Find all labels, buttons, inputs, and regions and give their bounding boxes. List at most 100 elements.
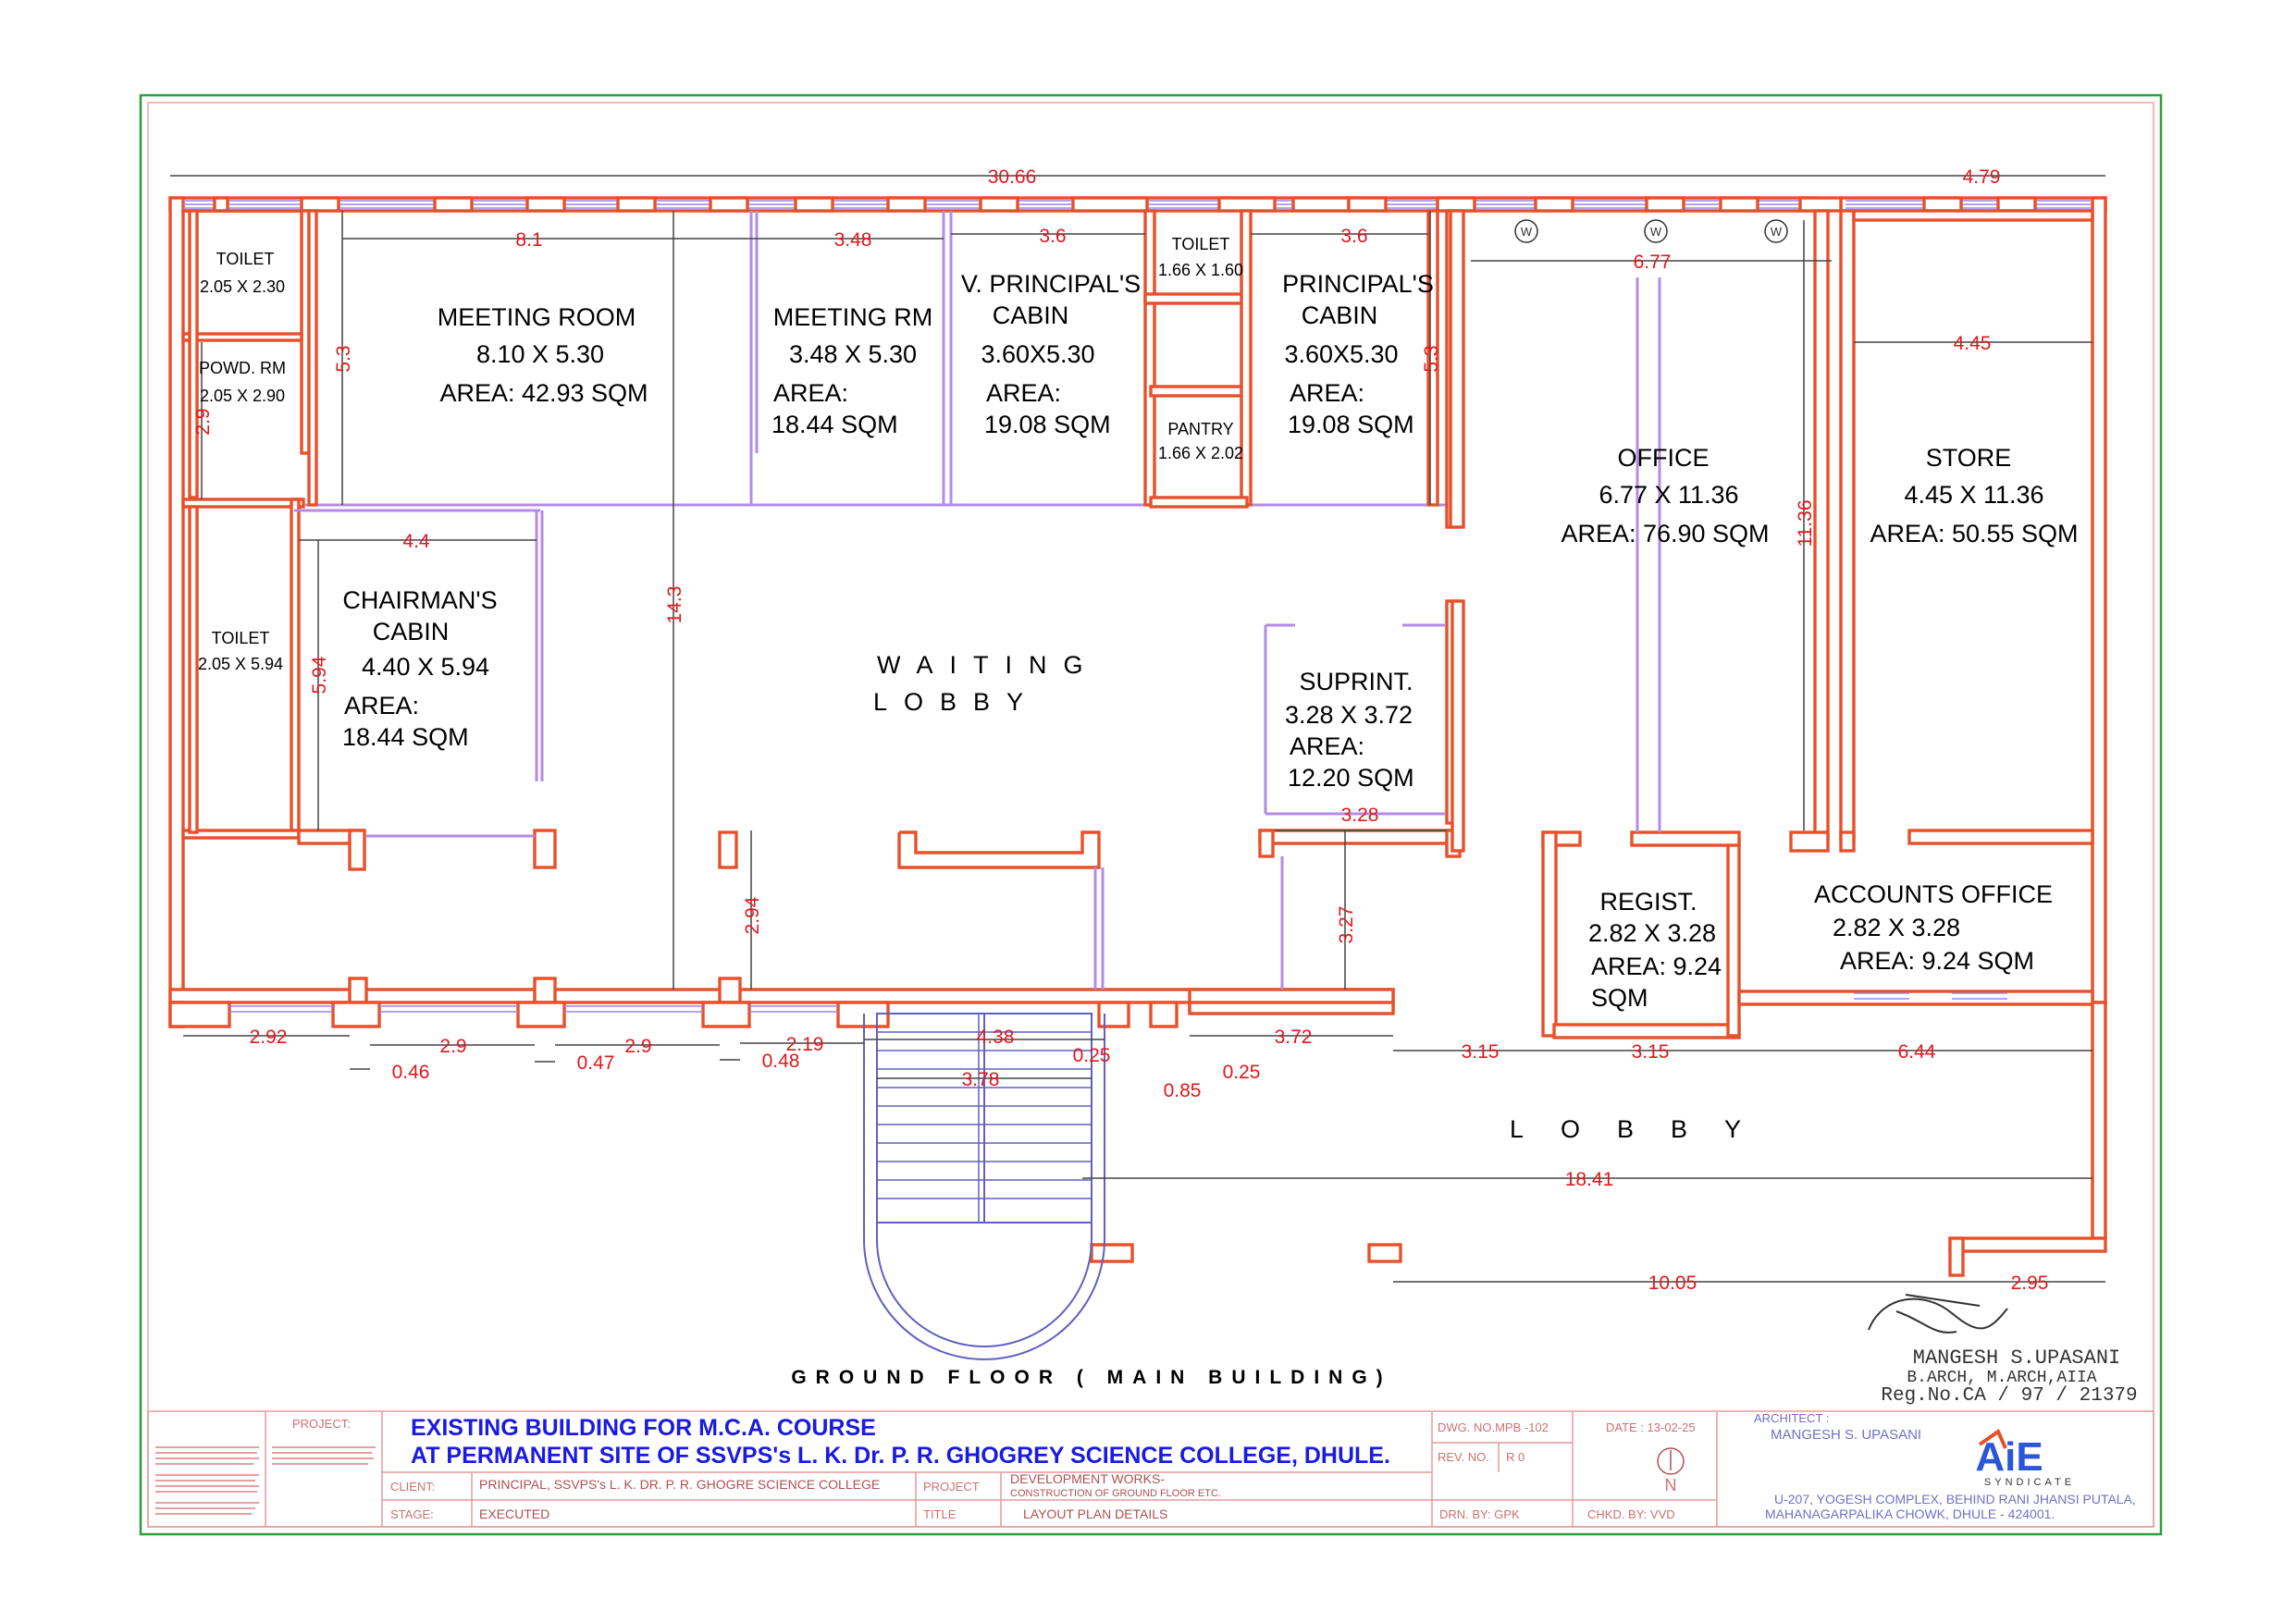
chairman-area-value: 18.44 SQM (342, 723, 469, 751)
dimension-labels: 30.66 4.79 8.1 3.48 3.6 3.6 6.77 4.45 5.… (192, 166, 2048, 1294)
north-label: N (1665, 1476, 1677, 1494)
p-cabin-name-2: CABIN (1302, 301, 1378, 329)
accounts-size: 2.82 X 3.28 (1833, 914, 1960, 941)
dim-chairman-depth: 5.94 (309, 656, 330, 694)
p-cabin-size: 3.60X5.30 (1284, 340, 1398, 368)
dim-lobby-bottom-2: 2.95 (2011, 1273, 2049, 1294)
waiting-lobby-line-1: WAITING (877, 651, 1100, 679)
chairman-name-2: CABIN (373, 618, 450, 646)
vp-cabin-area-value: 19.08 SQM (984, 411, 1111, 438)
waiting-lobby-line-2: LOBBY (873, 688, 1040, 716)
fine-print-notes (155, 1446, 376, 1515)
drawing-date: DATE : 13-02-25 (1606, 1420, 1696, 1434)
toilet-1-name: TOILET (216, 250, 275, 268)
vp-cabin-name-2: CABIN (993, 301, 1069, 329)
room-labels: TOILET 2.05 X 2.30 POWD. RM 2.05 X 2.90 … (198, 235, 2079, 1143)
meeting-room-name: MEETING ROOM (438, 303, 636, 331)
dimension-lines (170, 175, 2105, 1283)
dim-gap-2: 0.85 (1164, 1080, 1202, 1101)
dim-office-depth: 11.36 (1795, 500, 1816, 547)
signature-scribble (1868, 1294, 2008, 1334)
toilet-2-size: 1.66 X 1.60 (1158, 261, 1243, 279)
regist-area-value: SQM (1591, 984, 1648, 1012)
dim-suprint-width: 3.28 (1341, 805, 1379, 826)
window-marker-label: W (1650, 225, 1662, 239)
office-name: OFFICE (1618, 444, 1710, 472)
meeting-room-size: 8.10 X 5.30 (476, 340, 604, 368)
window-marker-label: W (1771, 225, 1783, 239)
dim-meeting-room-depth: 5.3 (333, 345, 354, 372)
dim-meeting-rm-width: 3.48 (834, 229, 872, 251)
meeting-room-area: AREA: 42.93 SQM (439, 379, 648, 407)
partitions (294, 211, 1661, 990)
signature-quals: B.ARCH, M.ARCH,AIIA (1907, 1369, 2096, 1387)
dim-bottom-1: 2.92 (250, 1027, 288, 1048)
drawn-by: DRN. BY: GPK (1439, 1507, 1520, 1521)
regist-name: REGIST. (1599, 888, 1697, 916)
dim-pier-2: 0.47 (577, 1052, 615, 1074)
powder-room-size: 2.05 X 2.90 (200, 387, 285, 405)
dim-overall-width: 30.66 (988, 166, 1037, 188)
dim-stair-outer: 4.38 (977, 1027, 1015, 1048)
dim-store-width: 4.79 (1963, 166, 2001, 188)
dim-gap-3: 0.25 (1223, 1062, 1261, 1083)
address-line-1: U-207, YOGESH COMPLEX, BEHIND RANI JHANS… (1774, 1492, 2136, 1506)
stage-value: EXECUTED (479, 1506, 549, 1521)
office-area: AREA: 76.90 SQM (1561, 520, 1769, 547)
dim-bottom-2: 2.9 (439, 1036, 466, 1057)
meeting-rm-size: 3.48 X 5.30 (789, 340, 917, 368)
dim-chairman-width: 4.4 (402, 531, 430, 552)
suprint-name: SUPRINT. (1299, 668, 1413, 695)
regist-area: AREA: 9.24 (1591, 953, 1722, 980)
dim-powder-depth: 2.9 (192, 408, 214, 435)
window-marker (1764, 219, 1788, 243)
drawing-number: DWG. NO.MPB -102 (1438, 1420, 1549, 1434)
dim-bottom-5: 3.72 (1275, 1027, 1313, 1048)
title-value: LAYOUT PLAN DETAILS (1023, 1506, 1167, 1521)
project-label: PROJECT: (292, 1417, 351, 1431)
dim-p-cabin-width: 3.6 (1340, 226, 1367, 247)
meeting-rm-name: MEETING RM (773, 303, 933, 331)
architect-name: MANGESH S. UPASANI (1771, 1427, 1921, 1443)
vp-cabin-area: AREA: (986, 379, 1061, 407)
vp-cabin-name: V. PRINCIPAL'S (961, 270, 1141, 298)
window-marker (1514, 219, 1538, 243)
pantry-size: 1.66 X 2.02 (1158, 444, 1243, 462)
store-size: 4.45 X 11.36 (1904, 481, 2043, 509)
suprint-area: AREA: (1290, 732, 1364, 760)
dim-meeting-room-width: 8.1 (515, 229, 542, 251)
checked-by: CHKD. BY: VVD (1587, 1507, 1675, 1521)
meeting-rm-area: AREA: (773, 379, 848, 407)
architect-signature: MANGESH S.UPASANI B.ARCH, M.ARCH,AIIA Re… (1868, 1294, 2138, 1407)
client-value: PRINCIPAL, SSVPS's L. K. DR. P. R. GHOGR… (479, 1477, 880, 1492)
suprint-size: 3.28 X 3.72 (1285, 701, 1413, 729)
project-label-2: PROJECT (923, 1480, 980, 1494)
dim-lobby-pier: 2.94 (742, 896, 763, 934)
accounts-name: ACCOUNTS OFFICE (1814, 880, 2053, 908)
staircase (863, 1013, 1105, 1360)
toilet-3-name: TOILET (212, 629, 270, 647)
p-cabin-area: AREA: (1290, 379, 1364, 407)
architect-label: ARCHITECT : (1754, 1411, 1829, 1425)
project-value-line-2: CONSTRUCTION OF GROUND FLOOR ETC. (1010, 1488, 1221, 1499)
project-line-2: AT PERMANENT SITE OF SSVPS's L. K. Dr. P… (411, 1443, 1390, 1469)
project-value-line-1: DEVELOPMENT WORKS- (1010, 1471, 1165, 1486)
title-block: PROJECT: EXISTING BUILDING FOR M.C.A. CO… (147, 1410, 2154, 1528)
office-size: 6.77 X 11.36 (1599, 481, 1738, 509)
powder-room-name: POWD. RM (199, 359, 286, 377)
interior-walls (168, 209, 2094, 1263)
signature-name: MANGESH S.UPASANI (1913, 1346, 2120, 1370)
address-line-2: MAHANAGARPALIKA CHOWK, DHULE - 424001. (1765, 1506, 2055, 1521)
dim-lobby-1: 3.15 (1462, 1041, 1500, 1063)
logo-mark: AiE (1975, 1434, 2043, 1480)
dim-gap-1: 0.25 (1073, 1045, 1111, 1066)
regist-size: 2.82 X 3.28 (1588, 919, 1716, 947)
chairman-size: 4.40 X 5.94 (362, 653, 489, 681)
title-label: TITLE (923, 1507, 957, 1521)
p-cabin-area-value: 19.08 SQM (1288, 411, 1414, 438)
dim-building-depth: 14.3 (664, 586, 685, 624)
meeting-rm-area-value: 18.44 SQM (772, 411, 898, 438)
north-arrow-icon (1657, 1447, 1685, 1475)
store-name: STORE (1926, 444, 2012, 472)
